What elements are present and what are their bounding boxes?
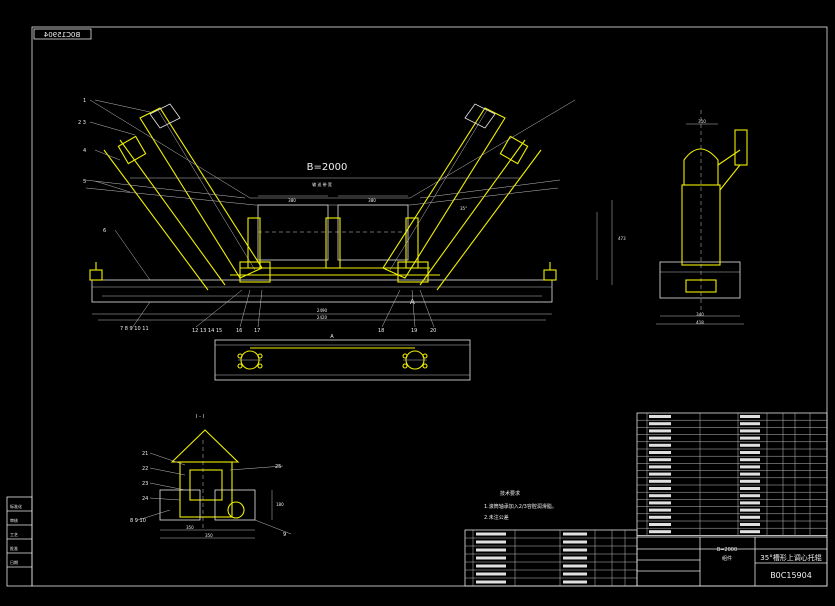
title-subtitle: B=2000 — [717, 547, 737, 553]
section-part-number: 22 — [142, 466, 148, 472]
dim-height-total: 473 — [618, 236, 626, 241]
left-strip-label: 工艺 — [10, 532, 18, 537]
section-view: I - I 350 350 180 21 22 23 24 8 9 10 25 9 — [130, 414, 292, 539]
view-label-a: A — [410, 298, 415, 306]
part-number-left: 4 — [83, 148, 86, 154]
part-number-left: 1 — [83, 98, 86, 104]
belt-width-label: B=2000 — [307, 162, 348, 173]
drawing-frame — [31, 26, 828, 587]
part-number-left: 7 8 9 10 11 — [120, 326, 149, 332]
section-label: I - I — [196, 414, 204, 420]
part-number-bottom: 12 13 14 15 — [192, 328, 222, 334]
code-box — [33, 28, 92, 40]
section-part-number: 24 — [142, 496, 148, 502]
left-strip-label: 审核 — [10, 517, 18, 523]
dim-roller-center: 380 — [368, 198, 376, 203]
left-strip-label: 标准化 — [10, 503, 22, 509]
center-rollers — [230, 204, 440, 283]
part-number-bottom: 19 — [411, 328, 417, 334]
part-number-left: 5 — [83, 179, 86, 185]
dim-side-bottom: 340 — [696, 312, 704, 317]
left-strip-rows — [7, 510, 32, 568]
drawing-code: B0C15904 — [770, 571, 812, 580]
left-part-labels: 1 2 3 4 5 6 7 8 9 10 11 — [78, 98, 151, 332]
dim-side-total: 418 — [696, 320, 704, 325]
drawing-code-mirrored: B0C15904 — [43, 31, 80, 39]
title-block: B=2000 组件 35°槽形上调心托辊 B0C15904 — [636, 536, 828, 587]
side-view: 340 418 310 — [656, 110, 748, 325]
bom-table-right — [636, 412, 828, 536]
section-part-number: 9 — [283, 532, 286, 538]
notes-title: 技术要求 — [500, 490, 520, 497]
section-part-labels: 21 22 23 24 8 9 10 25 9 — [130, 451, 292, 538]
part-number-bottom: 20 — [430, 328, 436, 334]
section-part-number: 23 — [142, 481, 148, 487]
part-number-bottom: 16 — [236, 328, 242, 334]
left-foot — [89, 269, 103, 281]
belt-outline — [89, 99, 576, 199]
technical-notes: 技术要求 1.滚筒轴承加入2/3容腔润滑脂。 2.未注公差 — [484, 490, 557, 521]
base-frame — [91, 279, 553, 303]
dim-section-w2: 350 — [205, 533, 213, 538]
plan-view: A — [214, 334, 471, 381]
front-view: B=2000 输 送 带 宽 380 380 473 2490 2420 35°… — [78, 98, 626, 334]
note-2: 2.未注公差 — [484, 514, 509, 521]
section-part-number: 21 — [142, 451, 148, 457]
bom-table-left — [464, 529, 638, 587]
dim-roller-left: 380 — [288, 198, 296, 203]
title-text: 35°槽形上调心托辊 — [760, 553, 821, 562]
left-strip-label: 日期 — [10, 559, 18, 565]
dim-angle: 35° — [460, 206, 467, 211]
part-number-bottom: 18 — [378, 328, 384, 334]
section-part-number: 25 — [275, 464, 281, 470]
section-part-number: 8 9 10 — [130, 518, 146, 524]
part-number-bottom: 17 — [254, 328, 260, 334]
bottom-part-labels: 12 13 14 15 16 17 18 19 20 — [192, 289, 436, 334]
plan-view-label: A — [330, 334, 334, 340]
dim-span: 2420 — [317, 315, 328, 320]
dim-section-w1: 350 — [186, 525, 194, 530]
part-number-left: 6 — [103, 228, 106, 234]
dim-side-width: 310 — [698, 119, 706, 124]
left-strip — [6, 496, 33, 587]
left-strip-label: 批准 — [10, 545, 18, 551]
svg-text:输 送 带 宽: 输 送 带 宽 — [312, 181, 332, 187]
dim-section-h: 180 — [276, 502, 284, 507]
title-material: 组件 — [722, 555, 732, 562]
note-1: 1.滚筒轴承加入2/3容腔润滑脂。 — [484, 503, 557, 510]
dim-total-length: 2490 — [317, 308, 328, 313]
part-number-left: 2 3 — [78, 120, 86, 126]
right-foot — [543, 269, 557, 281]
